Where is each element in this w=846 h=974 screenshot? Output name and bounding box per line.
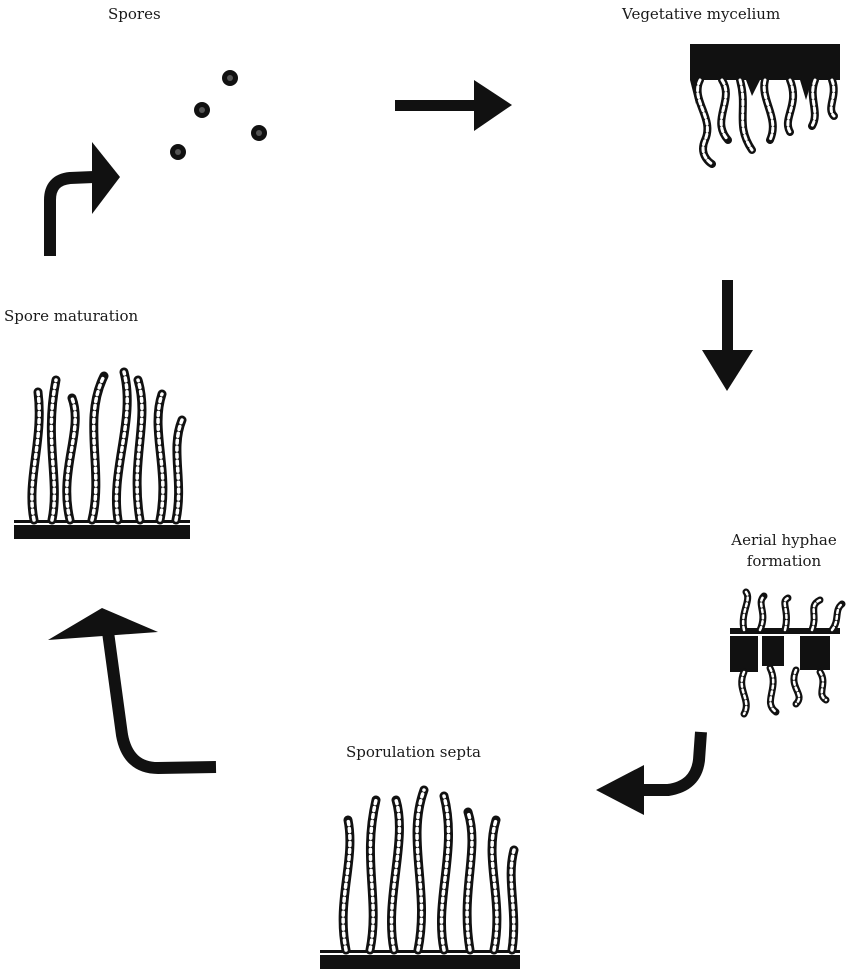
label-vegetative-mycelium: Vegetative mycelium [622, 5, 781, 23]
label-aerial-hyphae-line2: formation [746, 552, 822, 570]
spores-illustration [170, 70, 267, 160]
label-spore-maturation: Spore maturation [4, 307, 139, 325]
arrow-curved-up [48, 608, 217, 774]
sporulation-septa-illustration [320, 785, 520, 969]
arrow-bent-up-right [44, 142, 120, 256]
label-aerial-hyphae-line1: Aerial hyphae [731, 531, 837, 549]
arrow-down [702, 280, 753, 391]
aerial-hyphae-illustration [730, 588, 846, 718]
spore-maturation-illustration [14, 367, 190, 539]
label-aerial-hyphae: Aerial hyphae formation [722, 530, 846, 572]
label-sporulation-septa: Sporulation septa [346, 743, 481, 761]
vegetative-mycelium-illustration [690, 44, 840, 168]
arrow-curved-left [596, 731, 707, 815]
arrow-right [395, 80, 512, 131]
label-spores: Spores [108, 5, 161, 23]
